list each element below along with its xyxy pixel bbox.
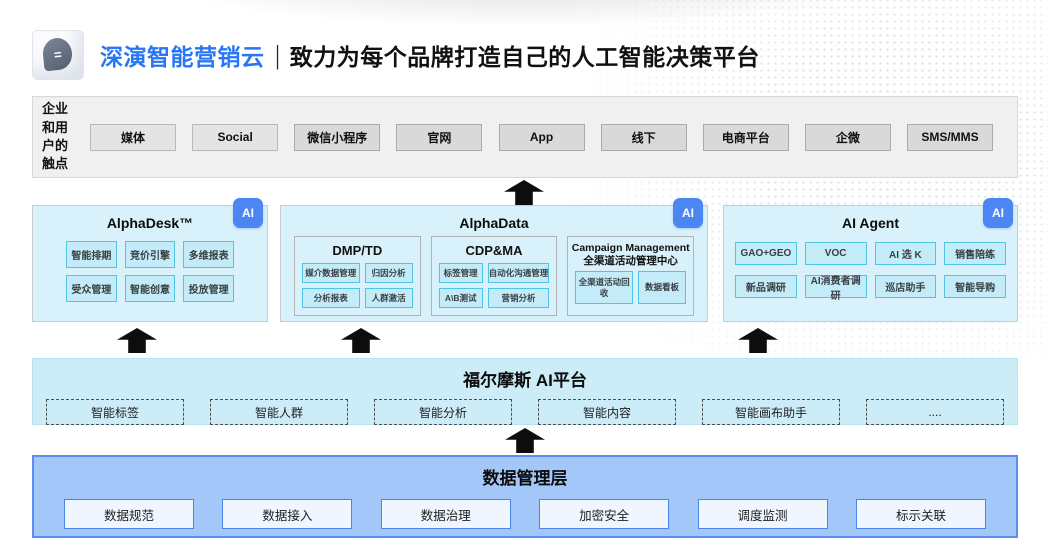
capability-box: 智能分析: [374, 399, 512, 425]
panel-alphadesk-title: AlphaDesk™: [106, 215, 194, 231]
up-arrow-to-alphadesk: [117, 328, 157, 353]
touchpoints-list: 媒体 Social 微信小程序 官网 App 线下 电商平台 企微 SMS/MM…: [76, 123, 1017, 151]
touchpoint-sms-mms: SMS/MMS: [907, 123, 993, 151]
group-cdp-ma-title: CDP&MA: [465, 243, 523, 258]
feature-box: 销售陪练: [944, 242, 1006, 265]
feature-box: 标签管理: [438, 263, 483, 283]
touchpoint-website: 官网: [396, 123, 483, 151]
page-title: 深演智能营销云 | 致力为每个品牌打造自己的人工智能决策平台: [100, 38, 760, 72]
data-management-items: 数据规范 数据接入 数据治理 加密安全 调度监测 标示关联: [34, 489, 1016, 529]
touchpoint-ecommerce: 电商平台: [702, 123, 789, 151]
capability-box: ....: [866, 399, 1004, 425]
feature-box: 新品调研: [735, 275, 797, 298]
feature-box: 多维报表: [183, 241, 234, 268]
feature-box: 数据看板: [637, 271, 687, 305]
feature-box: GAO+GEO: [735, 242, 797, 265]
data-management-title: 数据管理层: [482, 469, 568, 488]
feature-box: VOC: [804, 242, 867, 265]
touchpoint-wechat-miniprogram: 微信小程序: [294, 123, 381, 151]
touchpoint-social: Social: [192, 123, 279, 151]
panel-ai-agent-title: AI Agent: [841, 215, 900, 231]
up-arrow-to-touchpoints: [504, 180, 544, 205]
data-capability-box: 调度监测: [697, 499, 828, 529]
tagline: 致力为每个品牌打造自己的人工智能决策平台: [289, 44, 760, 70]
group-dmp-td-items: 媒介数据管理 归因分析 分析报表 人群激活: [295, 263, 420, 308]
feature-box: 自动化沟通管理: [487, 263, 550, 283]
group-campaign-items: 全渠道活动回收 数据看板: [568, 271, 693, 305]
panel-alphadata-title: AlphaData: [459, 215, 529, 231]
feature-box: AI 选 K: [874, 242, 937, 265]
panel-alphadata: AI AlphaData DMP/TD 媒介数据管理 归因分析 分析报表 人群激…: [280, 198, 708, 322]
group-campaign-title-en: Campaign Management: [571, 242, 690, 254]
capability-box: 智能标签: [46, 399, 184, 425]
touchpoints-label: 企业和用户的触点: [42, 101, 69, 172]
up-arrow-to-ai-platform: [505, 428, 545, 453]
group-cdp-ma-items: 标签管理 自动化沟通管理 A\B测试 营销分析: [432, 263, 557, 308]
group-campaign-title: Campaign Management 全渠道活动管理中心: [568, 242, 693, 267]
alphadata-groups: DMP/TD 媒介数据管理 归因分析 分析报表 人群激活 CDP&MA 标签管理…: [281, 231, 707, 316]
data-capability-box: 标示关联: [855, 499, 986, 529]
group-dmp-td: DMP/TD 媒介数据管理 归因分析 分析报表 人群激活: [294, 236, 421, 316]
feature-box: 智能导购: [944, 275, 1006, 298]
capability-box: 智能内容: [538, 399, 676, 425]
panel-alphadesk: AI AlphaDesk™ 智能排期 竞价引擎 多维报表 受众管理 智能创意 投…: [32, 198, 268, 322]
header: = 深演智能营销云 | 致力为每个品牌打造自己的人工智能决策平台: [32, 28, 760, 82]
capability-box: 智能人群: [210, 399, 348, 425]
feature-box: 人群激活: [364, 288, 413, 308]
ai-badge: AI: [233, 198, 263, 228]
feature-box: A\B测试: [438, 288, 483, 308]
capability-box: 智能画布助手: [702, 399, 840, 425]
feature-box: 竞价引擎: [124, 241, 176, 268]
ai-platform-band: 福尔摩斯 AI平台 智能标签 智能人群 智能分析 智能内容 智能画布助手 ...…: [32, 358, 1018, 425]
feature-box: 归因分析: [364, 263, 413, 283]
data-capability-box: 加密安全: [539, 499, 670, 529]
feature-box: 全渠道活动回收: [575, 271, 633, 305]
ai-badge: AI: [983, 198, 1013, 228]
feature-box: 营销分析: [487, 288, 550, 308]
group-dmp-td-title: DMP/TD: [332, 243, 383, 258]
feature-box: AI消费者调研: [804, 275, 867, 302]
ai-platform-items: 智能标签 智能人群 智能分析 智能内容 智能画布助手 ....: [33, 391, 1017, 425]
feature-box: 巡店助手: [874, 275, 937, 298]
ai-platform-title: 福尔摩斯 AI平台: [463, 371, 587, 390]
touchpoint-wecom: 企微: [804, 123, 891, 151]
top-shadow-decoration: [178, 0, 870, 26]
data-capability-box: 数据规范: [64, 499, 194, 529]
ai-badge: AI: [673, 198, 703, 228]
brand-logo-icon: =: [32, 30, 84, 80]
touchpoint-offline: 线下: [600, 123, 687, 151]
up-arrow-to-alphadata: [341, 328, 381, 353]
data-capability-box: 数据接入: [222, 499, 353, 529]
data-capability-box: 数据治理: [380, 499, 511, 529]
up-arrow-to-ai-agent: [738, 328, 778, 353]
touchpoint-app: App: [498, 123, 585, 151]
feature-box: 智能创意: [124, 275, 176, 302]
ai-agent-items: GAO+GEO VOC AI 选 K 销售陪练 新品调研 AI消费者调研 巡店助…: [724, 231, 1017, 302]
brand-name: 深演智能营销云: [100, 44, 265, 70]
feature-box: 媒介数据管理: [302, 263, 360, 283]
group-cdp-ma: CDP&MA 标签管理 自动化沟通管理 A\B测试 营销分析: [430, 236, 558, 316]
feature-box: 投放管理: [183, 275, 234, 302]
touchpoints-band: 企业和用户的触点 媒体 Social 微信小程序 官网 App 线下 电商平台 …: [32, 96, 1018, 178]
feature-box: 受众管理: [66, 275, 117, 302]
panel-ai-agent: AI AI Agent GAO+GEO VOC AI 选 K 销售陪练 新品调研…: [723, 198, 1018, 322]
feature-box: 智能排期: [66, 241, 117, 268]
touchpoint-media: 媒体: [90, 123, 176, 151]
data-management-band: 数据管理层 数据规范 数据接入 数据治理 加密安全 调度监测 标示关联: [32, 455, 1018, 538]
group-campaign-title-cn: 全渠道活动管理中心: [583, 254, 678, 267]
group-campaign-management: Campaign Management 全渠道活动管理中心 全渠道活动回收 数据…: [567, 236, 695, 316]
alphadesk-items: 智能排期 竞价引擎 多维报表 受众管理 智能创意 投放管理: [33, 231, 267, 302]
title-separator: |: [274, 39, 280, 70]
feature-box: 分析报表: [302, 288, 360, 308]
